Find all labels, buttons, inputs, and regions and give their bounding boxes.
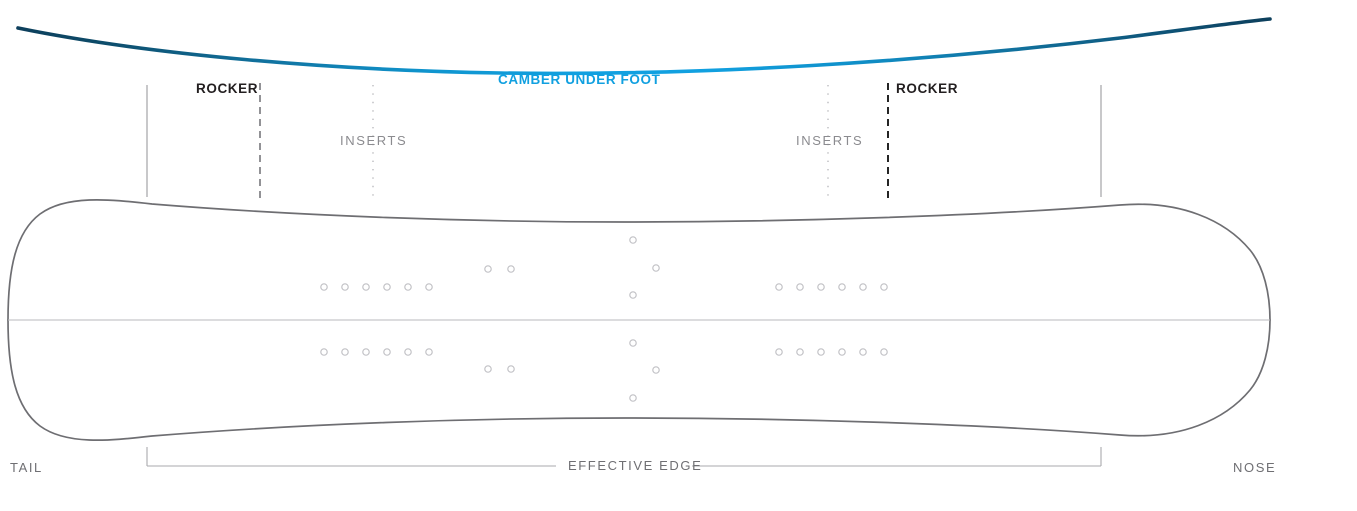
insert-hole (362, 348, 370, 356)
insert-hole (629, 339, 637, 347)
insert-hole (838, 283, 846, 291)
insert-hole (859, 348, 867, 356)
inserts-label-right: INSERTS (796, 133, 864, 148)
insert-hole (629, 291, 637, 299)
insert-hole (652, 264, 660, 272)
insert-hole (484, 265, 492, 273)
camber-profile-curve (16, 17, 1272, 76)
insert-hole (404, 283, 412, 291)
insert-hole (507, 265, 515, 273)
rocker-label-left: ROCKER (196, 81, 259, 96)
insert-hole (362, 283, 370, 291)
camber-under-foot-label: CAMBER UNDER FOOT (498, 72, 661, 87)
inserts-label-left: INSERTS (340, 133, 408, 148)
insert-hole (629, 236, 637, 244)
inserts-guide-lines (372, 85, 829, 200)
insert-hole (425, 348, 433, 356)
insert-hole (425, 283, 433, 291)
insert-hole (796, 348, 804, 356)
nose-label: NOSE (1233, 460, 1277, 475)
insert-hole (796, 283, 804, 291)
insert-hole (880, 348, 888, 356)
insert-hole (383, 283, 391, 291)
insert-hole (652, 366, 660, 374)
insert-hole (320, 348, 328, 356)
insert-hole (838, 348, 846, 356)
rocker-guide-lines (259, 83, 889, 200)
effective-edge-bracket (146, 447, 1102, 467)
insert-hole (341, 348, 349, 356)
insert-hole (341, 283, 349, 291)
tail-label: TAIL (10, 460, 43, 475)
insert-hole (404, 348, 412, 356)
insert-hole-group (320, 236, 888, 402)
insert-hole (775, 348, 783, 356)
rocker-label-right: ROCKER (896, 81, 959, 96)
insert-hole (320, 283, 328, 291)
insert-hole (484, 365, 492, 373)
insert-hole (629, 394, 637, 402)
insert-hole (859, 283, 867, 291)
effective-edge-guide-lines (146, 85, 1102, 197)
board-outline (7, 199, 1271, 441)
insert-hole (817, 348, 825, 356)
insert-hole (507, 365, 515, 373)
insert-hole (880, 283, 888, 291)
insert-hole (775, 283, 783, 291)
insert-hole (817, 283, 825, 291)
effective-edge-label: EFFECTIVE EDGE (568, 458, 703, 473)
insert-hole (383, 348, 391, 356)
